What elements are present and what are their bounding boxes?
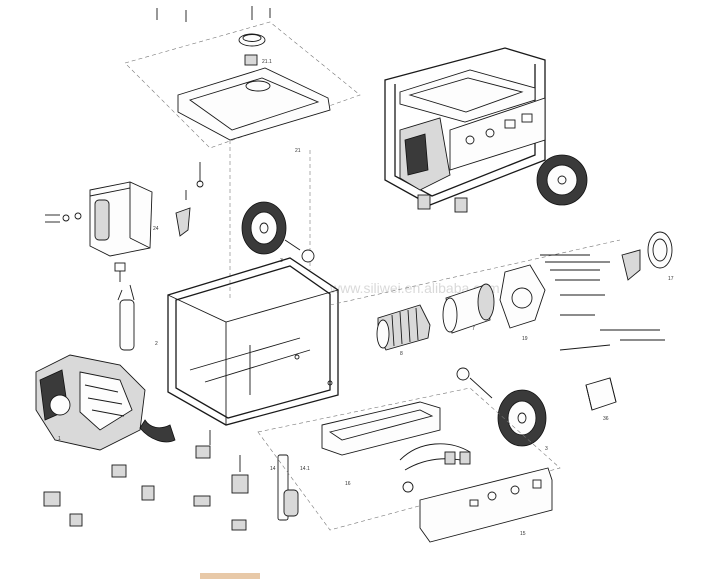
handle-left-label: 14	[270, 466, 276, 472]
frame-group: 2	[155, 257, 339, 426]
through-bolts	[540, 254, 610, 316]
fuel-tank-icon	[177, 67, 331, 141]
engine-group: 1	[35, 284, 176, 451]
assembled-generator-illustration	[384, 47, 588, 213]
fuel-tank-group: 21.1 21	[124, 6, 361, 300]
tank-cap-label: 21.1	[262, 59, 272, 65]
end-cover-icon	[499, 264, 546, 329]
frame-icon	[167, 257, 339, 426]
wheel-upper-group: 3	[241, 201, 315, 264]
end-cover-label: 19	[522, 336, 528, 342]
muffler-group: 24	[45, 181, 159, 257]
wheel-right-label: 3	[545, 446, 548, 452]
tank-label: 21	[295, 148, 301, 154]
control-box-icon	[321, 401, 441, 456]
battery-label: 36	[603, 416, 609, 422]
muffler-bolts	[45, 212, 82, 223]
control-box-group: 16 15	[257, 387, 561, 543]
control-panel-icon	[419, 467, 553, 543]
stator-label: 7	[472, 326, 475, 332]
wheel-lower-group: 3	[456, 367, 548, 452]
engine-mount-parts	[43, 430, 249, 531]
control-panel-label: 15	[520, 531, 526, 537]
control-box-label: 16	[345, 481, 351, 487]
fuel-filter-icon	[244, 54, 258, 66]
watermark-text: www.siliwei.en.alibaba.com	[329, 280, 500, 296]
battery-group: 36	[585, 377, 617, 422]
frame-label: 2	[155, 341, 158, 347]
rotor-label: 8	[400, 351, 403, 357]
rear-cover-label: 17	[668, 276, 674, 282]
handle-right-label: 14.1	[300, 466, 310, 472]
engine-label: 1	[58, 436, 61, 442]
tank-cap-icon	[238, 33, 266, 47]
alternator-group: 8 7 19 17	[329, 231, 674, 357]
handles-group: 14 14.1	[270, 454, 310, 521]
muffler-label: 24	[153, 226, 159, 232]
rear-cover-icon	[647, 231, 673, 269]
tank-bolts	[156, 6, 271, 22]
cropped-edge-part	[200, 573, 260, 579]
frame-bracket-parts	[114, 162, 204, 282]
